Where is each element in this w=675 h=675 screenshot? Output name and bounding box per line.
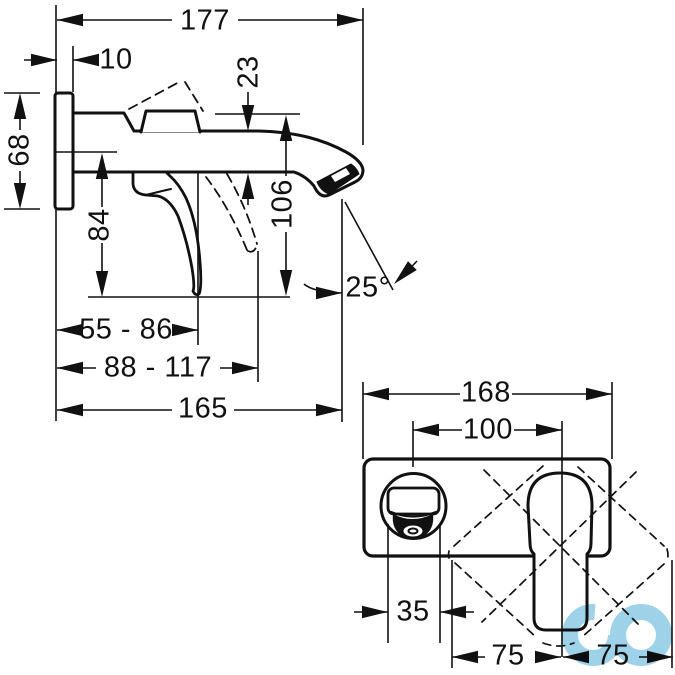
dim-label-75-left: 75 <box>491 639 525 672</box>
arrow-23-top <box>241 105 255 131</box>
arrow-165-left <box>57 403 83 417</box>
arrow-68-top <box>13 93 27 119</box>
arrow-100-left <box>413 423 439 437</box>
dim-label-35: 35 <box>396 595 430 628</box>
arrow-75L-left <box>452 650 478 664</box>
extlines-100 <box>412 421 563 657</box>
lever-detail-line <box>145 188 172 196</box>
arrow-168-left <box>363 387 389 401</box>
arrow-23-bottom <box>241 173 255 199</box>
arrow-168-right <box>586 387 612 401</box>
arrow-88-117-left <box>57 361 83 375</box>
arrow-177-left <box>57 13 83 27</box>
arrow-10-right <box>73 53 99 67</box>
angle-reference-line <box>344 201 394 291</box>
arrow-106-bottom <box>279 270 293 296</box>
arrow-55-86-right <box>172 323 198 337</box>
handle-swing-envelope-dashed <box>447 465 669 647</box>
arrow-100-right <box>536 423 562 437</box>
dim-label-10: 10 <box>99 43 133 76</box>
dim-label-55-86: 55 - 86 <box>79 313 173 346</box>
front-view <box>362 457 669 647</box>
watermark-o-glyph <box>610 604 672 666</box>
side-view <box>53 80 365 296</box>
arrow-84-bottom <box>95 271 109 297</box>
spout-nose-front <box>386 486 441 516</box>
arrow-35-right <box>440 605 466 619</box>
aerator-core <box>407 527 419 535</box>
dim-label-84: 84 <box>83 208 116 242</box>
arrow-88-117-right <box>232 361 258 375</box>
aerator-opening <box>403 525 423 537</box>
extlines-68 <box>4 92 40 210</box>
dim-label-88-117: 88 - 117 <box>103 351 213 384</box>
extlines-35 <box>387 524 441 643</box>
dim-label-75-right: 75 <box>596 639 630 672</box>
aerator-slot <box>331 168 350 182</box>
wall-plate-side <box>53 91 75 211</box>
dim-label-168: 168 <box>461 376 511 409</box>
arrow-165-right <box>316 403 342 417</box>
arrow-75L-right <box>535 650 561 664</box>
lever-handle-side <box>131 170 203 296</box>
dim-label-23: 23 <box>232 55 265 89</box>
arrow-10-left <box>31 53 57 67</box>
extlines-168 <box>362 382 613 459</box>
spout-lip-line <box>389 510 438 518</box>
spout-body <box>71 111 365 198</box>
dim-label-177: 177 <box>180 4 230 37</box>
arrow-177-right <box>337 13 363 27</box>
dim-label-25deg: 25° <box>345 271 391 304</box>
cartridge-cover <box>139 109 202 134</box>
arrow-68-bottom <box>13 183 27 209</box>
watermark-logo <box>562 604 672 666</box>
dim-label-165: 165 <box>178 392 228 425</box>
dim-label-68: 68 <box>3 133 36 167</box>
arrow-angle-left <box>316 286 342 300</box>
dim-label-106: 106 <box>266 179 299 229</box>
arrow-106-top <box>279 115 293 141</box>
arrow-35-left <box>362 605 388 619</box>
dim-label-100: 100 <box>463 413 513 446</box>
lever-alt-position-dashed <box>128 80 258 253</box>
